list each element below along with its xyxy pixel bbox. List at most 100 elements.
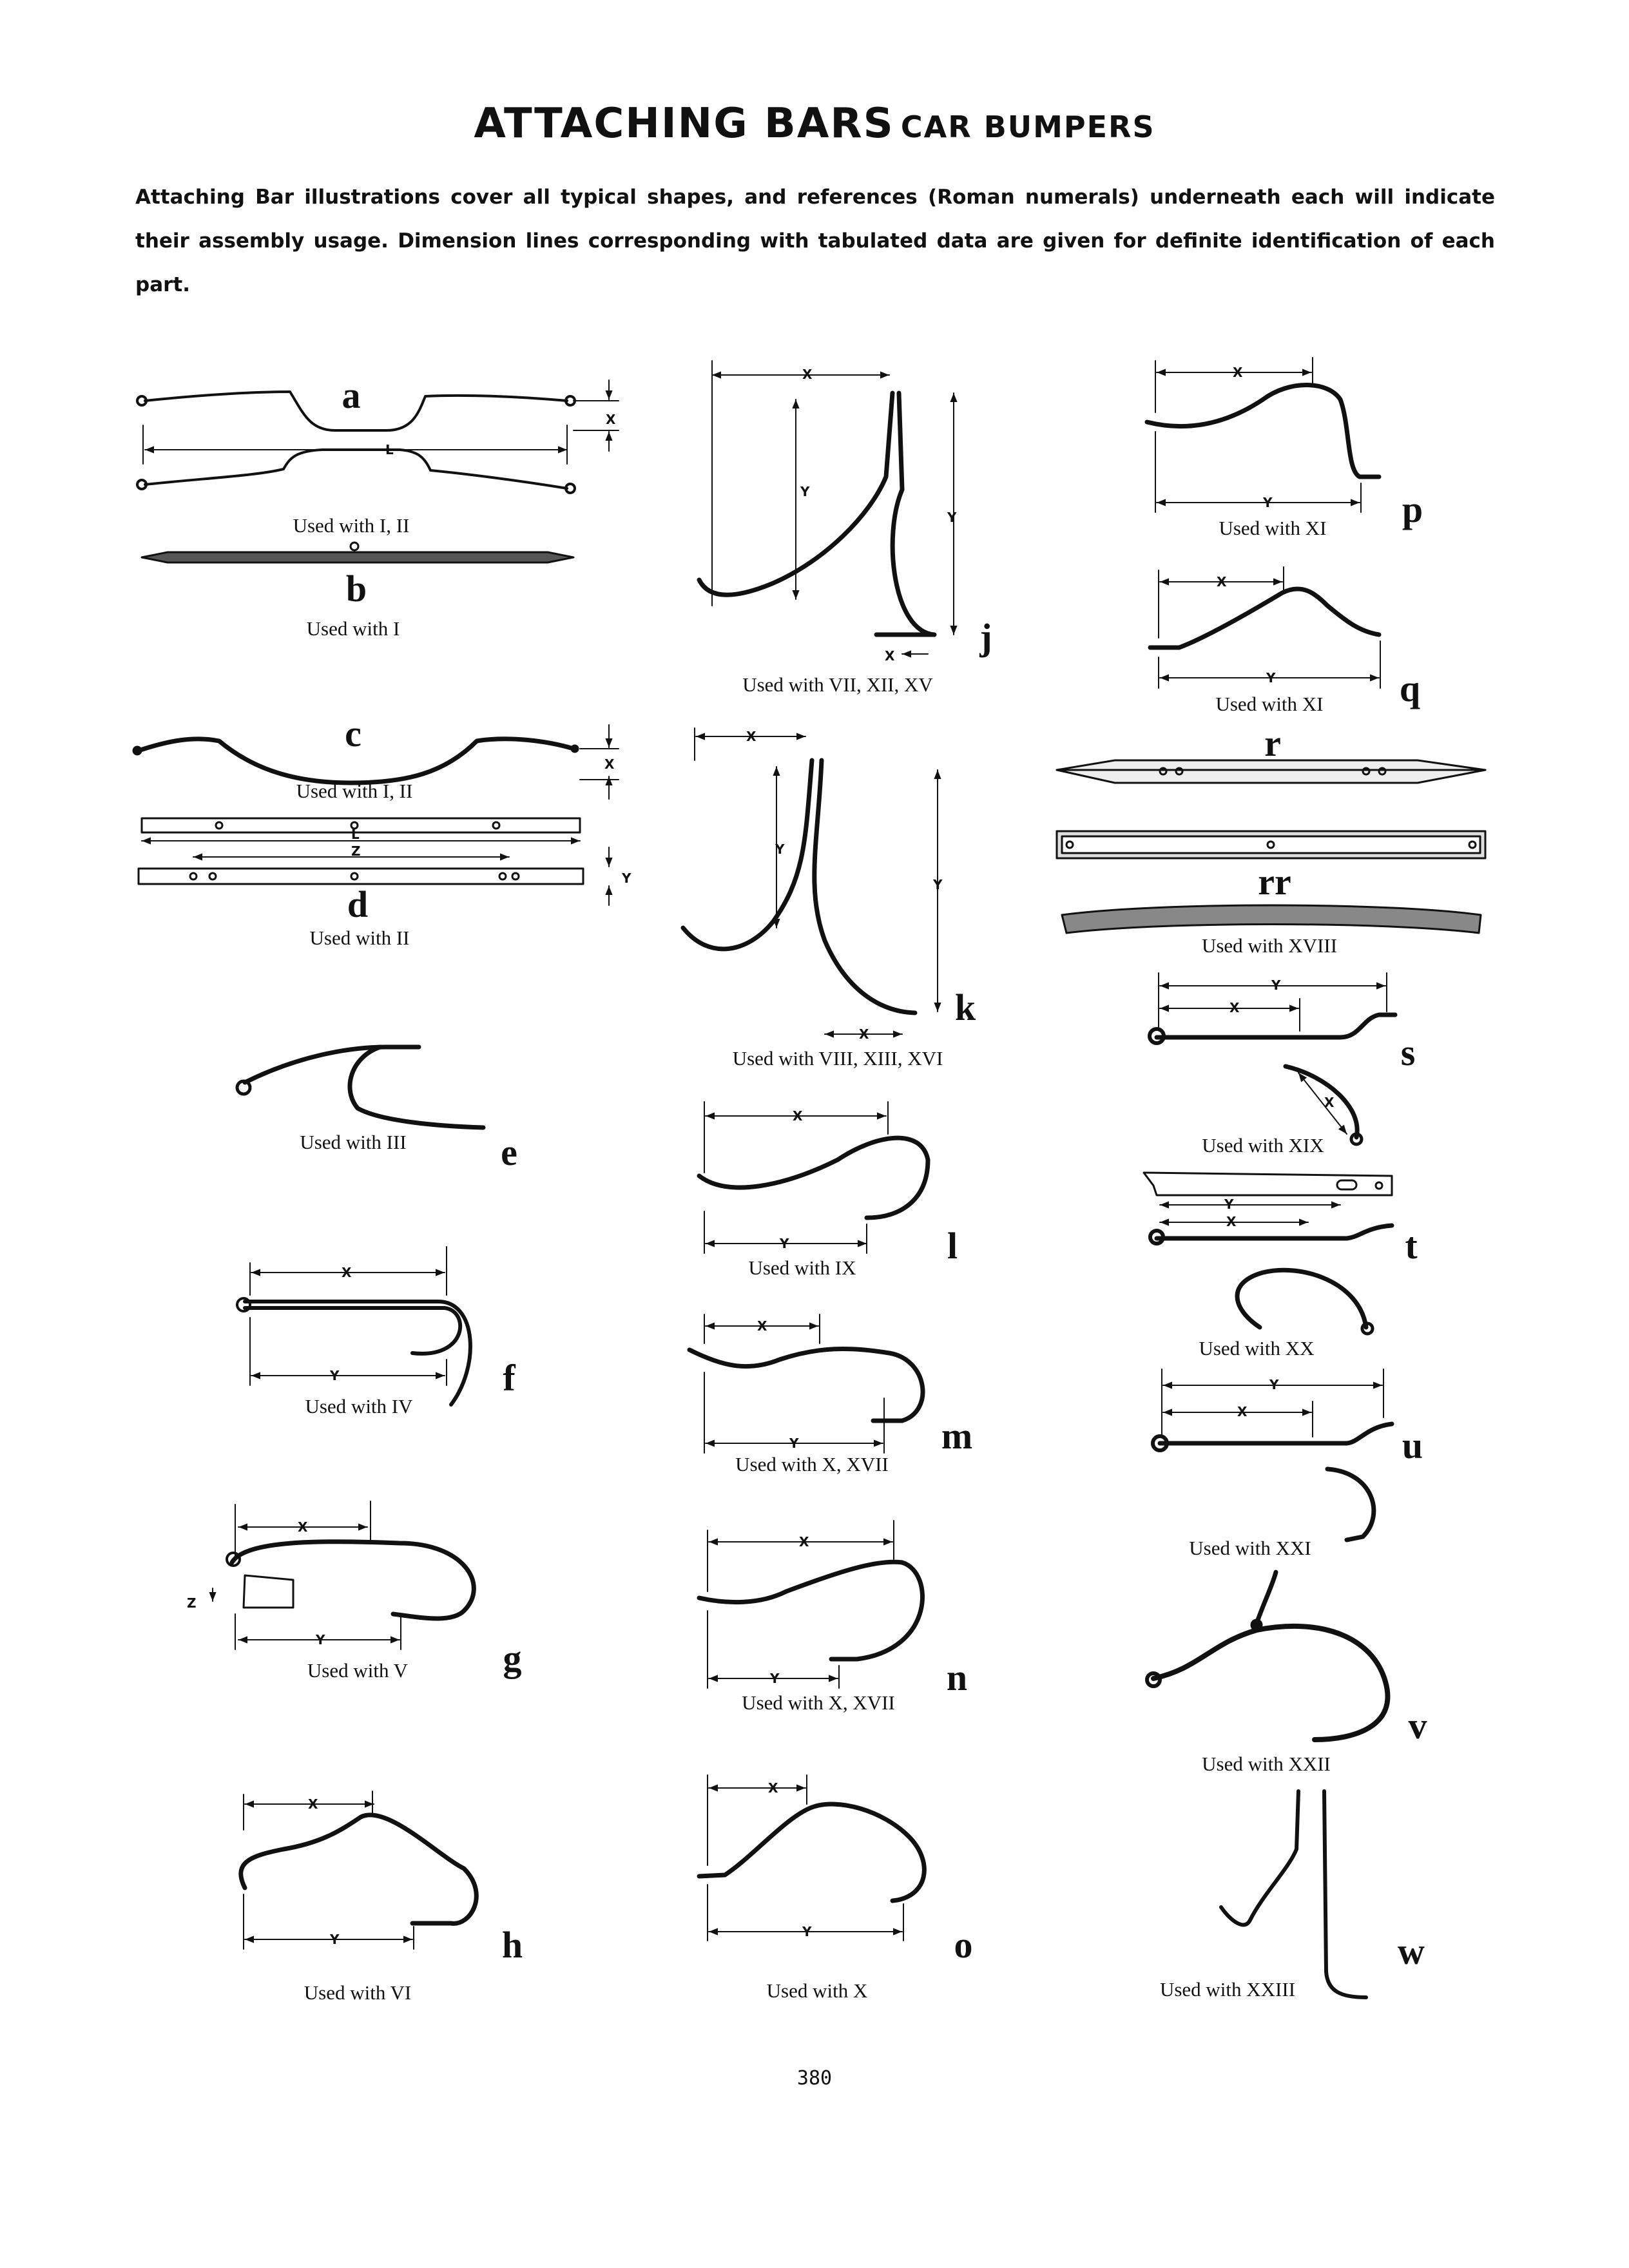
part-caption-m: Used with X, XVII xyxy=(735,1453,889,1475)
bar-b-drawing xyxy=(140,541,575,564)
dim-label-y: Y xyxy=(315,1632,325,1648)
part-letter-t: t xyxy=(1405,1225,1418,1267)
bar-u-drawing: Y X xyxy=(1151,1369,1394,1542)
page-number: 380 xyxy=(796,2067,833,2090)
bar-a-drawing: L X xyxy=(136,380,619,494)
title-main: ATTACHING BARS xyxy=(474,100,894,148)
dim-label-x: X xyxy=(604,756,615,772)
part-letter-d: d xyxy=(347,883,369,925)
dim-label-y: Y xyxy=(1266,670,1276,686)
dim-label-z: Z xyxy=(351,843,361,859)
bar-p-drawing: X Y xyxy=(1144,357,1382,513)
part-caption-a: Used with I, II xyxy=(293,514,410,537)
page-title: ATTACHING BARS CAR BUMPERS xyxy=(0,100,1629,148)
dim-label-x: X xyxy=(606,412,616,427)
part-letter-r: r xyxy=(1264,722,1281,764)
dim-label-x: X xyxy=(298,1519,308,1535)
dim-label-z: Z xyxy=(187,1595,197,1611)
bar-d-drawing: L Z Y xyxy=(137,817,631,906)
dim-label-l: L xyxy=(385,442,394,457)
dim-label-x: X xyxy=(768,1780,778,1796)
bar-q-drawing: X Y xyxy=(1148,566,1382,689)
dim-label-x: X xyxy=(1237,1404,1248,1419)
part-letter-v: v xyxy=(1408,1705,1427,1747)
part-caption-w: Used with XXIII xyxy=(1159,1978,1296,2001)
part-caption-rr: Used with XVIII xyxy=(1201,934,1338,957)
dim-label-x: X xyxy=(342,1265,352,1280)
bar-j-drawing: X Y Y X xyxy=(697,360,958,664)
dim-label-y: Y xyxy=(947,510,957,525)
bar-c-drawing: X xyxy=(132,724,619,800)
part-letter-e: e xyxy=(501,1131,517,1173)
dim-label-x: X xyxy=(793,1108,803,1124)
title-sub: CAR BUMPERS xyxy=(900,110,1155,144)
part-caption-k: Used with VIII, XIII, XVI xyxy=(732,1047,943,1070)
part-letter-u: u xyxy=(1402,1425,1423,1466)
bar-l-drawing: X Y xyxy=(697,1101,930,1254)
part-letter-j: j xyxy=(979,616,992,658)
bar-k-drawing: X Y Y X xyxy=(680,727,943,1042)
bar-e-drawing xyxy=(235,1044,486,1130)
part-caption-d: Used with II xyxy=(309,927,410,949)
dim-label-y: Y xyxy=(775,841,785,857)
intro-paragraph: Attaching Bar illustrations cover all ty… xyxy=(135,186,1495,296)
dim-label-x: X xyxy=(1217,574,1227,590)
part-caption-u: Used with XXI xyxy=(1189,1537,1311,1559)
part-caption-q: Used with XI xyxy=(1215,693,1324,715)
dim-label-y: Y xyxy=(1271,977,1281,993)
part-caption-j: Used with VII, XII, XV xyxy=(742,673,933,696)
part-letter-l: l xyxy=(947,1225,958,1267)
dim-label-l: L xyxy=(351,827,360,842)
dim-label-y: Y xyxy=(932,877,943,892)
dim-label-y: Y xyxy=(621,870,631,886)
dim-label-y: Y xyxy=(802,1924,812,1939)
part-caption-c: Used with I, II xyxy=(296,780,413,802)
part-caption-f: Used with IV xyxy=(305,1395,413,1418)
bar-w-drawing xyxy=(1219,1789,1368,1999)
part-letter-k: k xyxy=(954,986,976,1028)
part-letter-n: n xyxy=(946,1657,968,1698)
dim-label-x: X xyxy=(746,729,757,744)
bar-f-drawing: X Y xyxy=(236,1246,472,1407)
part-letter-o: o xyxy=(954,1924,973,1966)
dim-label-y: Y xyxy=(329,1368,340,1383)
part-letter-s: s xyxy=(1400,1032,1416,1073)
dim-label-y: Y xyxy=(789,1436,799,1451)
part-letter-c: c xyxy=(345,713,361,754)
dim-label-x: X xyxy=(802,367,813,382)
bar-o-drawing: X Y xyxy=(697,1774,927,1941)
bar-v-drawing xyxy=(1145,1570,1391,1742)
dim-label-x: X xyxy=(799,1534,809,1550)
part-caption-s: Used with XIX xyxy=(1202,1134,1324,1157)
dim-label-x: X xyxy=(859,1026,869,1042)
dim-label-y: Y xyxy=(329,1932,340,1947)
dim-label-x: X xyxy=(1233,365,1243,380)
part-caption-t: Used with XX xyxy=(1199,1337,1315,1360)
bar-t-drawing: Y X xyxy=(1142,1171,1394,1336)
part-letter-g: g xyxy=(503,1637,522,1679)
part-letter-a: a xyxy=(342,374,361,416)
part-caption-l: Used with IX xyxy=(748,1256,856,1279)
dim-label-x: X xyxy=(308,1796,318,1812)
part-letter-w: w xyxy=(1398,1930,1425,1972)
dim-label-y: Y xyxy=(779,1236,789,1251)
part-caption-p: Used with XI xyxy=(1219,517,1327,539)
part-letter-f: f xyxy=(503,1357,516,1399)
part-caption-g: Used with V xyxy=(307,1659,409,1682)
part-caption-b: Used with I xyxy=(306,617,400,640)
part-caption-v: Used with XXII xyxy=(1202,1753,1331,1775)
dim-label-y: Y xyxy=(1269,1377,1279,1392)
dim-label-x: X xyxy=(1229,1000,1240,1015)
part-letter-h: h xyxy=(501,1924,523,1966)
part-caption-h: Used with VI xyxy=(304,1981,412,2004)
bar-m-drawing: X Y xyxy=(687,1314,925,1454)
dim-label-y: Y xyxy=(800,484,810,499)
bar-h-drawing: X Y xyxy=(238,1791,479,1950)
bar-n-drawing: X Y xyxy=(697,1520,925,1689)
dim-label-x: X xyxy=(885,648,895,664)
dim-label-y: Y xyxy=(1262,495,1273,510)
part-letter-p: p xyxy=(1402,488,1423,530)
dim-label-x: X xyxy=(1324,1095,1335,1110)
bar-s-drawing: Y X X xyxy=(1148,972,1398,1146)
